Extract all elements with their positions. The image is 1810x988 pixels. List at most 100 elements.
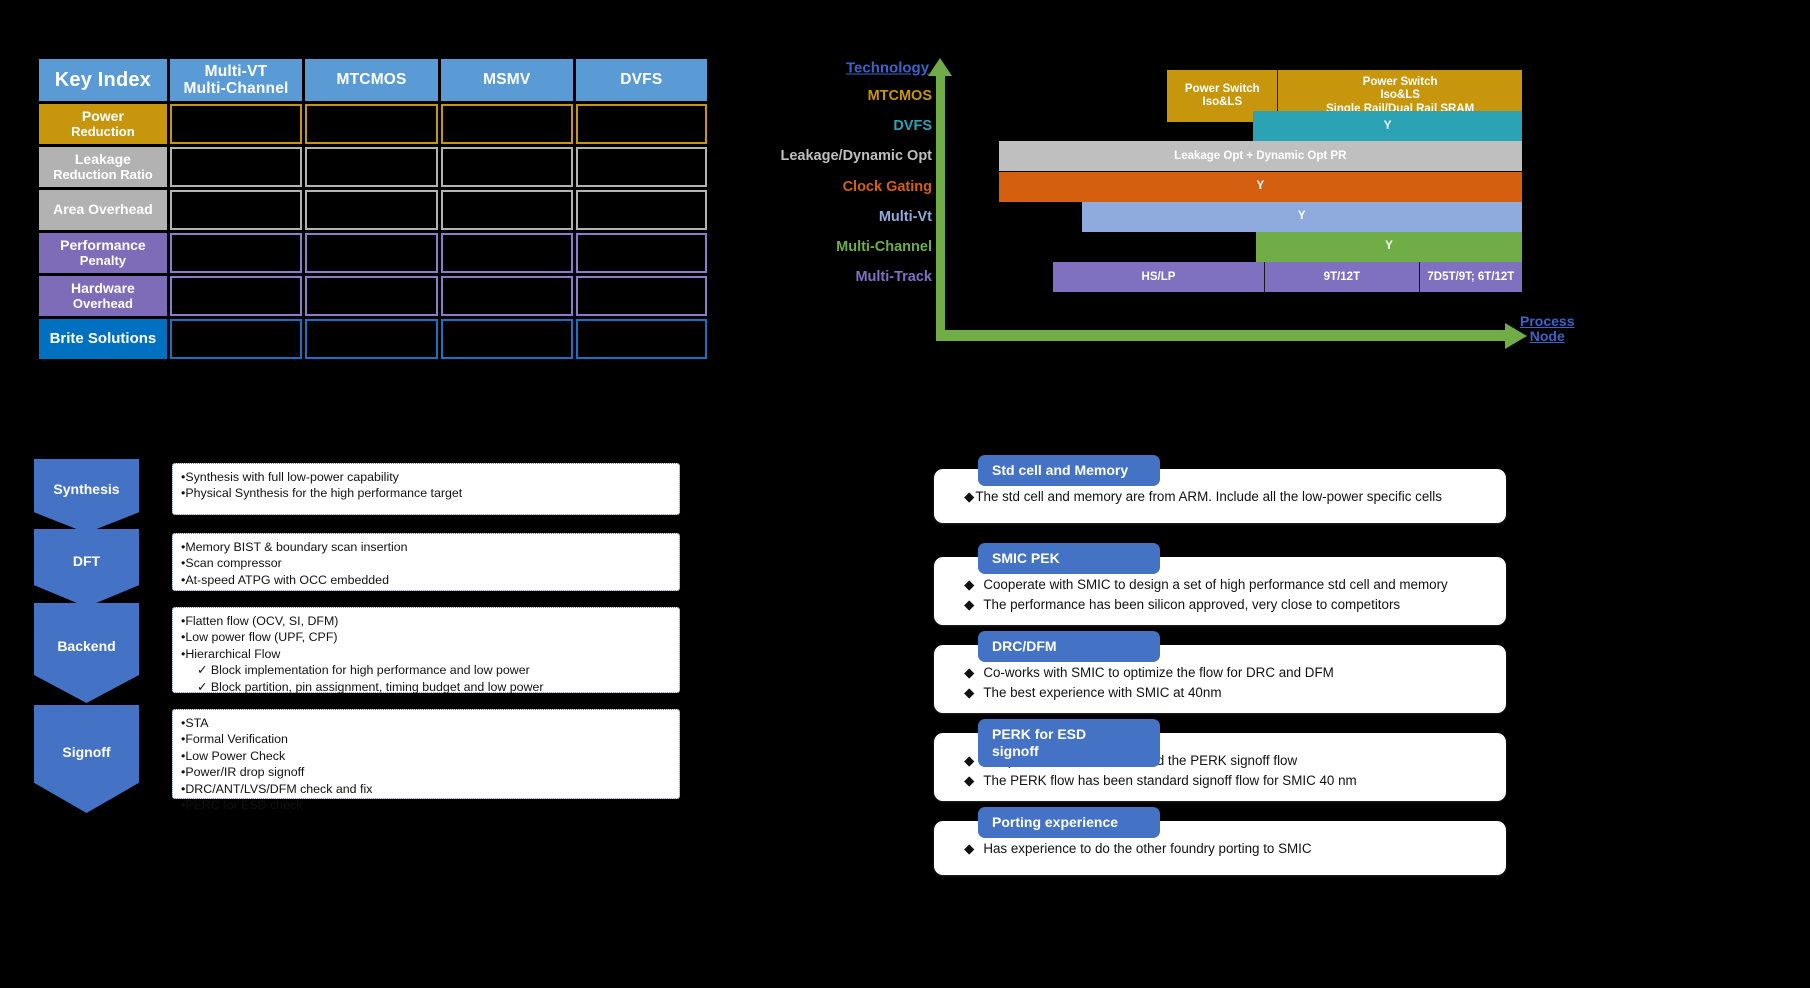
- table-cell: [575, 104, 707, 144]
- y-axis-arrowhead-icon: [928, 58, 952, 76]
- flow-bullet: •Low power flow (UPF, CPF): [181, 629, 671, 645]
- capability-card-item: ◆The performance has been silicon approv…: [964, 595, 1492, 615]
- table-column-header-col3: MSMV: [440, 59, 573, 101]
- flow-bullet-text: PERC for ESD check: [185, 797, 303, 812]
- flow-stage-backend[interactable]: Backend: [34, 603, 139, 703]
- row-label-line2: Penalty: [79, 252, 127, 268]
- capability-card-item-text: The performance has been silicon approve…: [983, 597, 1401, 613]
- row-label-line1: Area Overhead: [53, 201, 153, 218]
- flow-stage-label: Backend: [57, 638, 116, 654]
- table-row-label: Area Overhead: [39, 190, 167, 230]
- table-cell: [305, 190, 438, 230]
- capability-card-title[interactable]: DRC/DFM: [978, 631, 1160, 662]
- capability-card-item-text: The std cell and memory are from ARM. In…: [975, 489, 1442, 504]
- bullet-icon: •: [181, 765, 186, 780]
- table-cell: [575, 233, 707, 273]
- row-label-line2: Reduction Ratio: [53, 166, 153, 182]
- chart-bar-segment: Leakage Opt + Dynamic Opt PR: [998, 141, 1522, 172]
- capability-card-title-line1: SMIC PEK: [992, 550, 1060, 566]
- flow-bullet: •Formal Verification: [181, 731, 671, 747]
- flow-bullet-text: Flatten flow (OCV, SI, DFM): [185, 614, 339, 628]
- bullet-icon: •: [181, 732, 186, 747]
- diamond-bullet-icon: ◆: [964, 841, 975, 856]
- chart-category-label-leakage-dynamic-opt: Leakage/Dynamic Opt: [780, 148, 933, 165]
- row-label-line1: Hardware: [71, 279, 135, 296]
- table-column-header-col2: MTCMOS: [305, 59, 438, 101]
- column-header-line1: DVFS: [620, 71, 663, 89]
- flow-stage-synthesis[interactable]: Synthesis: [34, 459, 139, 533]
- table-cell: [305, 104, 438, 144]
- flow-stage-detail-box: •Memory BIST & boundary scan insertion•S…: [172, 533, 680, 591]
- flow-bullet: •Flatten flow (OCV, SI, DFM): [181, 613, 671, 629]
- chart-bar-segment: 9T/12T: [1264, 262, 1419, 293]
- flow-stage-signoff[interactable]: Signoff: [34, 705, 139, 813]
- flow-bullet: •Memory BIST & boundary scan insertion: [181, 539, 671, 555]
- diamond-bullet-icon: ◆: [964, 665, 975, 680]
- chart-category-label-multi-channel: Multi-Channel: [836, 239, 932, 255]
- table-cell: [305, 233, 438, 273]
- flow-bullet-text: Physical Synthesis for the high performa…: [185, 486, 463, 501]
- capability-card-item: ◆The PERK flow has been standard signoff…: [964, 771, 1492, 791]
- chart-bar-multi-channel: Y: [1256, 232, 1522, 262]
- table-cell: [169, 233, 303, 273]
- flow-bullet-text: STA: [185, 716, 209, 730]
- chart-y-axis-label: Technology: [846, 59, 930, 77]
- flow-bullet: •Scan compressor: [181, 555, 671, 571]
- table-row-label: Brite Solutions: [39, 319, 167, 359]
- chart-bar-segment: Power Switch Iso&LS: [1167, 70, 1278, 122]
- chart-category-label-clock-gating: Clock Gating: [842, 178, 932, 195]
- table-cell: [575, 319, 707, 359]
- flow-bullet-text: Low power flow (UPF, CPF): [185, 630, 338, 645]
- flow-bullet-text: Power/IR drop signoff: [185, 765, 305, 780]
- capability-card-title[interactable]: Std cell and Memory: [978, 455, 1160, 486]
- chart-category-label-dvfs: DVFS: [893, 118, 932, 135]
- table-cell: [169, 190, 303, 230]
- flow-bullet: •PERC for ESD check: [181, 797, 671, 813]
- capability-card-title[interactable]: SMIC PEK: [978, 543, 1160, 574]
- bullet-icon: •: [181, 781, 186, 796]
- chart-bar-segment: Y: [1253, 111, 1522, 142]
- bullet-icon: •: [181, 748, 186, 763]
- table-cell: [169, 147, 303, 187]
- technology-roadmap-chart: Technology MTCMOS DVFS Leakage/Dynamic Opt…: [760, 58, 1810, 368]
- flow-bullet-text: Synthesis with full low-power capability: [185, 470, 399, 484]
- chart-category-label-multi-track: Multi-Track: [855, 269, 932, 286]
- bullet-icon: •: [181, 470, 186, 484]
- flow-stage-dft[interactable]: DFT: [34, 529, 139, 607]
- row-label-line1: Performance: [60, 236, 146, 253]
- row-label-line1: Leakage: [74, 150, 131, 167]
- capability-card-title-line2: signoff: [992, 742, 1039, 759]
- row-label-line1: Power: [81, 107, 124, 124]
- diamond-bullet-icon: ◆: [964, 489, 975, 504]
- bullet-icon: •: [181, 556, 186, 571]
- table-cell: [169, 104, 303, 144]
- flow-bullet-text: Low Power Check: [185, 748, 286, 763]
- table-cell: [575, 147, 707, 187]
- chart-category-label-mtcmos: MTCMOS: [867, 88, 932, 104]
- table-row: Area Overhead: [39, 190, 707, 230]
- flow-stage-detail-box: •STA•Formal Verification•Low Power Check…: [172, 709, 680, 812]
- table-cell: [440, 147, 573, 187]
- chart-bar-segment: Y: [998, 171, 1522, 202]
- flow-bullet-text: Formal Verification: [185, 732, 288, 747]
- capability-card-title-line1: Porting experience: [992, 814, 1119, 830]
- flow-bullet: •Low Power Check: [181, 748, 671, 764]
- flow-bullet-text: Hierarchical Flow: [185, 646, 281, 661]
- table-cell: [440, 190, 573, 230]
- capability-cards: ◆The std cell and memory are from ARM. I…: [934, 455, 1810, 985]
- capability-card-title[interactable]: Porting experience: [978, 807, 1160, 838]
- diamond-bullet-icon: ◆: [964, 577, 975, 592]
- capability-card-item-text: Cooperate with SMIC to design a set of h…: [983, 577, 1448, 592]
- table-cell: [440, 276, 573, 316]
- table-cell: [575, 190, 707, 230]
- table-cell: [575, 276, 707, 316]
